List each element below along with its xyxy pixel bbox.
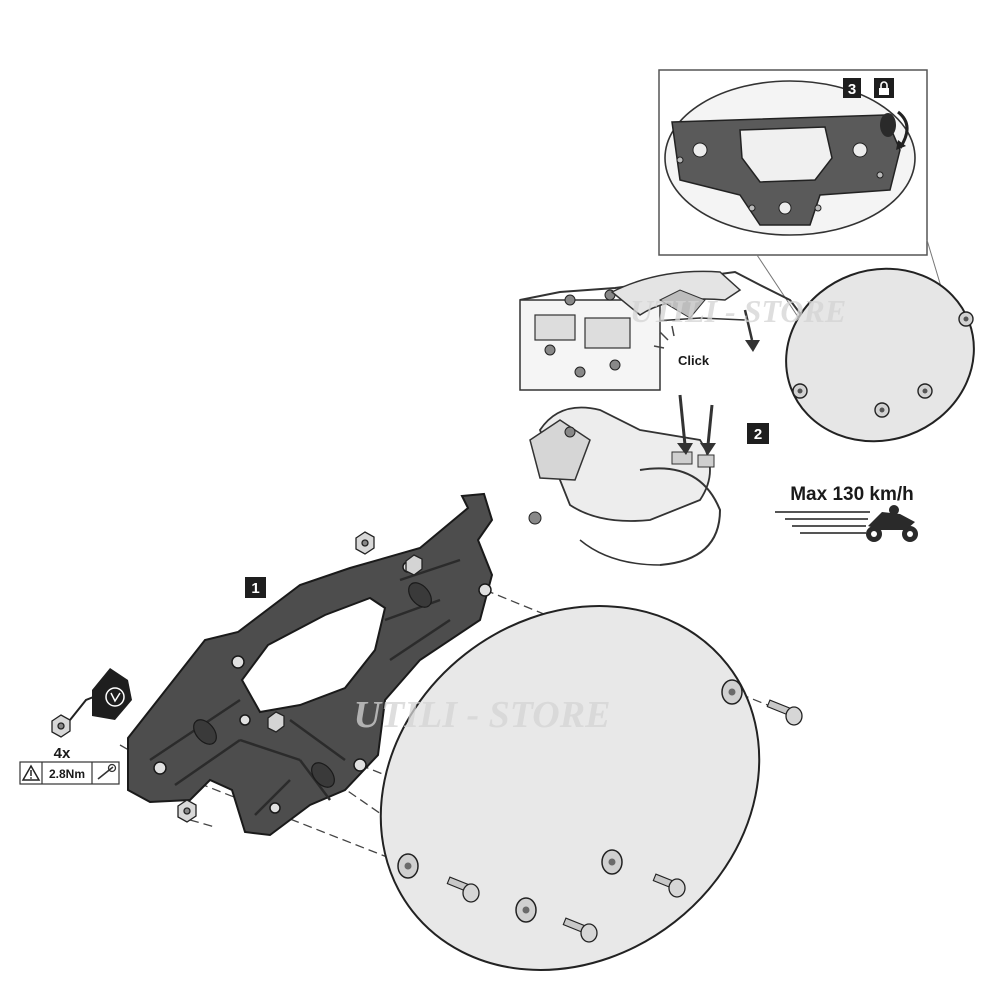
warning-triangle-icon — [21, 764, 41, 781]
screw-2 — [446, 876, 480, 903]
screw-1 — [766, 699, 803, 726]
step-2-number: 2 — [754, 426, 762, 443]
base-plate — [127, 492, 494, 837]
watermark-middle: UTILI - STORE — [354, 694, 611, 736]
speed-lines — [775, 511, 870, 534]
nut-bottom — [177, 799, 197, 823]
step-3-number: 3 — [848, 81, 856, 98]
click-burst-icon — [653, 325, 675, 349]
speed-limit-sign: Max 130 km/h — [775, 484, 918, 542]
click-label: Click — [678, 353, 710, 368]
screw-3 — [652, 873, 686, 898]
motorcycle-icon — [866, 505, 918, 542]
thread-locker-bottle-icon — [69, 668, 132, 721]
cover-disc-small — [785, 267, 975, 443]
screw-4 — [562, 917, 598, 943]
step-1-badge: 1 — [245, 577, 266, 598]
torque-value: 2.8Nm — [49, 767, 85, 781]
torque-spec: 2.8Nm — [19, 761, 120, 785]
step-1-number: 1 — [251, 580, 259, 597]
rotate-arrow-icon — [896, 110, 909, 150]
step-3-badge: 3 — [843, 78, 861, 98]
nut-left — [51, 714, 71, 738]
detail-inset: 3 — [658, 69, 946, 321]
wrench-icon — [97, 763, 117, 780]
lock-icon — [874, 78, 894, 98]
watermark-top: UTILI - STORE — [630, 293, 846, 329]
max-speed-label: Max 130 km/h — [790, 484, 914, 505]
step-2-badge: 2 — [747, 423, 769, 444]
motorcycle-rear-illustration: Click — [519, 270, 806, 566]
quantity-label: 4x — [54, 745, 71, 762]
nut-top — [355, 531, 375, 555]
